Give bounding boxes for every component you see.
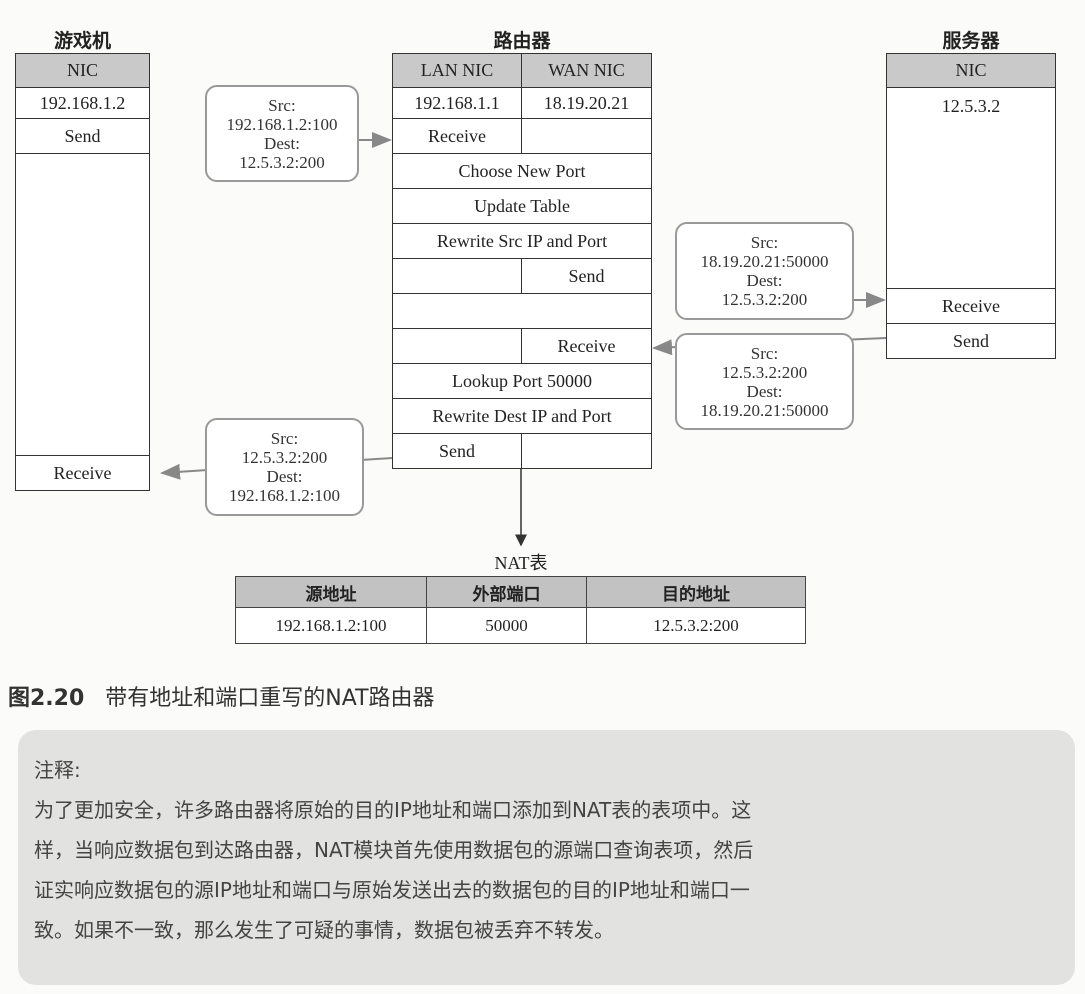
note-line: 样，当响应数据包到达路由器，NAT模块首先使用数据包的源端口查询表项，然后 [34, 838, 754, 862]
note-line: 致。如果不一致，那么发生了可疑的事情，数据包被丢弃不转发。 [34, 918, 614, 942]
src-label: Src: [270, 429, 299, 448]
nat-cell-port: 50000 [426, 607, 587, 644]
nat-header-external-port: 外部端口 [426, 576, 587, 608]
src-label: Src: [750, 343, 779, 363]
router-step-lookup: Lookup Port 50000 [392, 363, 652, 399]
dest-label: Dest: [746, 271, 783, 290]
game-nic-header: NIC [15, 53, 150, 88]
router-wan-ip: 18.19.20.21 [521, 87, 652, 119]
router-title: 路由器 [493, 30, 551, 52]
server-title: 服务器 [942, 30, 1000, 52]
router-empty-cell [521, 118, 652, 154]
server-send: Send [886, 323, 1056, 359]
dest-value: 18.19.20.21:50000 [700, 400, 829, 420]
figure-caption: 图2.20 带有地址和端口重写的NAT路由器 [8, 680, 435, 712]
nat-cell-source: 192.168.1.2:100 [235, 607, 427, 644]
router-step-update-table: Update Table [392, 188, 652, 224]
note-label: 注释: [34, 758, 81, 782]
nat-header-source: 源地址 [235, 576, 427, 608]
game-empty [15, 153, 150, 456]
router-empty-cell [521, 433, 652, 469]
router-empty-row [392, 293, 652, 329]
router-lan-ip: 192.168.1.1 [392, 87, 522, 119]
src-label: Src: [268, 95, 296, 115]
dest-value: 12.5.3.2:200 [239, 152, 325, 172]
game-title: 游戏机 [53, 30, 111, 52]
router-wan-nic: WAN NIC [521, 53, 652, 88]
note-line: 为了更加安全，许多路由器将原始的目的IP地址和端口添加到NAT表的表项中。这 [34, 798, 752, 822]
dest-label: Dest: [266, 467, 303, 486]
router-step-receive: Receive [392, 118, 522, 154]
router-step-rewrite-src: Rewrite Src IP and Port [392, 223, 652, 259]
router-empty-cell [392, 328, 522, 364]
src-value: 18.19.20.21:50000 [700, 252, 829, 271]
router-step-send-lan: Send [392, 433, 522, 469]
src-label: Src: [750, 233, 779, 252]
dest-label: Dest: [746, 381, 783, 401]
server-ip: 12.5.3.2 [886, 87, 1056, 289]
note-box: 注释: 为了更加安全，许多路由器将原始的目的IP地址和端口添加到NAT表的表项中… [18, 730, 1075, 985]
server-nic-header: NIC [886, 53, 1056, 88]
router-step-receive-wan: Receive [521, 328, 652, 364]
router-step-send-wan: Send [521, 258, 652, 294]
router-lan-nic: LAN NIC [392, 53, 522, 88]
dest-value: 12.5.3.2:200 [721, 290, 808, 309]
nat-cell-destination: 12.5.3.2:200 [586, 607, 806, 644]
figure-title: 带有地址和端口重写的NAT路由器 [105, 686, 435, 711]
nat-table-title: NAT表 [494, 553, 548, 573]
src-value: 192.168.1.2:100 [226, 114, 338, 134]
game-receive: Receive [15, 455, 150, 491]
server-receive: Receive [886, 288, 1056, 324]
dest-value: 192.168.1.2:100 [229, 486, 340, 505]
dest-label: Dest: [264, 133, 300, 153]
figure-number: 图2.20 [8, 686, 85, 711]
game-send: Send [15, 118, 150, 154]
game-ip: 192.168.1.2 [15, 87, 150, 119]
src-value: 12.5.3.2:200 [721, 362, 808, 382]
router-step-choose-port: Choose New Port [392, 153, 652, 189]
note-line: 证实响应数据包的源IP地址和端口与原始发送出去的数据包的目的IP地址和端口一 [34, 878, 750, 902]
src-value: 12.5.3.2:200 [241, 448, 328, 467]
router-empty-cell [392, 258, 522, 294]
nat-header-destination: 目的地址 [586, 576, 806, 608]
router-step-rewrite-dest: Rewrite Dest IP and Port [392, 398, 652, 434]
